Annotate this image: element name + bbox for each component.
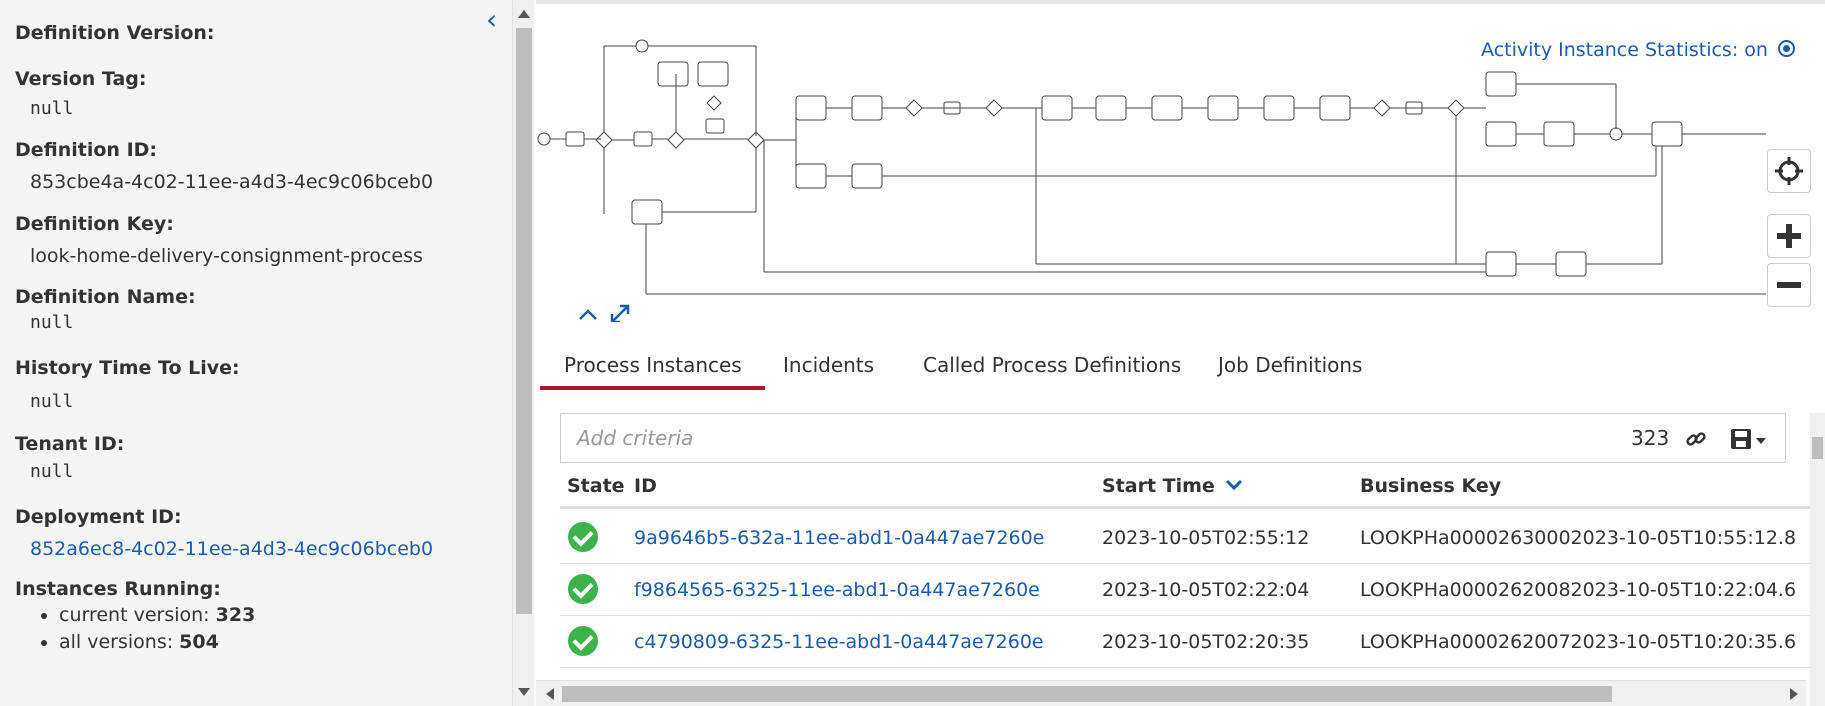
- expand-icon[interactable]: [606, 300, 634, 322]
- version-tag-value: null: [30, 98, 74, 119]
- result-count: 323: [1631, 426, 1670, 450]
- scroll-left-arrow[interactable]: [546, 688, 554, 700]
- state-completed-icon: [568, 626, 598, 656]
- instance-id-link[interactable]: 9a9646b5-632a-11ee-abd1-0a447ae7260e: [634, 527, 1045, 549]
- definition-name-label: Definition Name:: [15, 286, 196, 308]
- scroll-down-arrow[interactable]: [518, 688, 530, 696]
- all-versions-count: 504: [179, 631, 219, 653]
- table-row: c4790809-6325-11ee-abd1-0a447ae7260e 202…: [560, 616, 1810, 668]
- tenant-id-label: Tenant ID:: [15, 433, 125, 455]
- start-time: 2023-10-05T02:55:12: [1102, 527, 1310, 549]
- start-time: 2023-10-05T02:22:04: [1102, 579, 1310, 601]
- business-key: LOOKPHa00002620082023-10-05T10:22:04.6: [1360, 579, 1797, 601]
- business-key: LOOKPHa00002620072023-10-05T10:20:35.6: [1360, 631, 1797, 653]
- instances-running: Instances Running: current version: 323 …: [15, 576, 495, 656]
- scroll-thumb[interactable]: [562, 686, 1612, 702]
- process-instances-table: State ID Start Time Business Key 9a9646b…: [560, 465, 1810, 673]
- chevron-left-icon[interactable]: ‹: [486, 3, 498, 36]
- definition-version-label: Definition Version:: [15, 22, 215, 44]
- bpmn-diagram[interactable]: Activity Instance Statistics: on: [536, 0, 1825, 322]
- table-horizontal-scrollbar[interactable]: [536, 680, 1806, 706]
- definition-id-label: Definition ID:: [15, 139, 158, 161]
- definition-key-label: Definition Key:: [15, 213, 174, 235]
- stats-radio-icon[interactable]: [1778, 40, 1795, 57]
- header-id[interactable]: ID: [634, 475, 657, 497]
- table-row: 9a9646b5-632a-11ee-abd1-0a447ae7260e 202…: [560, 512, 1810, 564]
- definition-details-sidebar: ‹ Definition Version: Version Tag: null …: [0, 0, 512, 706]
- history-ttl-label: History Time To Live:: [15, 357, 240, 379]
- state-completed-icon: [568, 522, 598, 552]
- link-icon[interactable]: [1685, 428, 1707, 454]
- sort-desc-icon[interactable]: [1225, 478, 1243, 492]
- header-business-key[interactable]: Business Key: [1360, 475, 1502, 497]
- tab-called-process-definitions[interactable]: Called Process Definitions: [923, 353, 1182, 377]
- zoom-in-icon[interactable]: [1767, 214, 1811, 258]
- tab-process-instances[interactable]: Process Instances: [540, 345, 765, 390]
- instances-running-label: Instances Running:: [15, 578, 221, 600]
- tenant-id-value: null: [30, 461, 74, 482]
- scroll-right-arrow[interactable]: [1790, 688, 1798, 700]
- reset-zoom-icon[interactable]: [1767, 149, 1811, 193]
- table-header: State ID Start Time Business Key: [560, 465, 1810, 509]
- definition-key-value: look-home-delivery-consignment-process: [30, 245, 423, 267]
- header-state[interactable]: State: [567, 475, 625, 497]
- version-tag-label: Version Tag:: [15, 68, 147, 90]
- table-vertical-scrollbar[interactable]: [1810, 413, 1825, 706]
- definition-id-value: 853cbe4a-4c02-11ee-a4d3-4ec9c06bceb0: [30, 171, 434, 193]
- search-criteria-input[interactable]: Add criteria 323: [560, 413, 1786, 463]
- scroll-up-arrow[interactable]: [518, 10, 530, 18]
- all-versions-item: all versions: 504: [59, 629, 495, 656]
- tab-job-definitions[interactable]: Job Definitions: [1218, 353, 1363, 377]
- all-versions-label: all versions:: [59, 631, 180, 653]
- header-start-time[interactable]: Start Time: [1102, 475, 1243, 497]
- chevron-up-icon[interactable]: [574, 300, 602, 322]
- deployment-id-link[interactable]: 852a6ec8-4c02-11ee-a4d3-4ec9c06bceb0: [30, 538, 434, 560]
- bpmn-process-graph: [537, 39, 1766, 295]
- tab-bar: Process Instances Incidents Called Proce…: [536, 345, 1825, 390]
- table-row: [560, 668, 1810, 673]
- save-dropdown-icon[interactable]: [1729, 427, 1769, 455]
- start-time: 2023-10-05T02:20:35: [1102, 631, 1310, 653]
- header-start-time-label: Start Time: [1102, 475, 1215, 497]
- table-row: f9864565-6325-11ee-abd1-0a447ae7260e 202…: [560, 564, 1810, 616]
- activity-stats-toggle[interactable]: Activity Instance Statistics: on: [1481, 39, 1795, 61]
- activity-stats-label: Activity Instance Statistics: on: [1481, 39, 1768, 61]
- current-version-item: current version: 323: [59, 602, 495, 629]
- history-ttl-value: null: [30, 391, 74, 412]
- search-placeholder: Add criteria: [577, 426, 694, 450]
- state-completed-icon: [568, 574, 598, 604]
- scroll-thumb[interactable]: [516, 28, 532, 614]
- current-version-count: 323: [215, 604, 256, 626]
- current-version-label: current version:: [59, 604, 216, 626]
- tab-incidents[interactable]: Incidents: [783, 353, 875, 377]
- instance-id-link[interactable]: c4790809-6325-11ee-abd1-0a447ae7260e: [634, 631, 1044, 653]
- sidebar-scrollbar[interactable]: [512, 0, 534, 706]
- scroll-thumb[interactable]: [1812, 437, 1823, 459]
- zoom-out-icon[interactable]: [1767, 263, 1811, 307]
- instance-id-link[interactable]: f9864565-6325-11ee-abd1-0a447ae7260e: [634, 579, 1040, 601]
- definition-name-value: null: [30, 312, 74, 333]
- deployment-id-label: Deployment ID:: [15, 506, 182, 528]
- business-key: LOOKPHa00002630002023-10-05T10:55:12.8: [1360, 527, 1797, 549]
